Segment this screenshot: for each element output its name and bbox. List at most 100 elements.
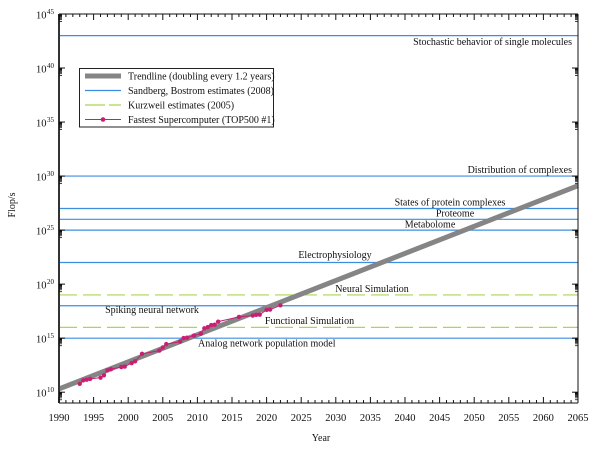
x-tick-label: 2050 — [464, 413, 485, 424]
supercomputer-point — [101, 373, 107, 378]
y-tick-label-base: 10 — [36, 10, 47, 21]
y-tick-label-exponent: 40 — [47, 62, 55, 70]
y-tick-label-exponent: 45 — [47, 8, 55, 16]
supercomputer-point — [139, 351, 145, 356]
ref-label-proteome: Proteome — [436, 209, 475, 220]
supercomputer-point — [202, 326, 207, 331]
ref-label-electrophysiology: Electrophysiology — [298, 250, 371, 261]
reference-labels: Stochastic behavior of single molecules … — [105, 37, 572, 350]
supercomputer-point — [84, 377, 89, 382]
y-tick-label-base: 10 — [36, 334, 47, 345]
legend-entry-kurzweil: Kurzweil estimates (2005) — [85, 101, 234, 112]
legend-label-sandberg: Sandberg, Bostrom estimates (2008) — [128, 86, 274, 97]
supercomputer-point — [177, 339, 183, 344]
trendline — [58, 183, 579, 392]
supercomputer-point — [122, 364, 127, 369]
supercomputer-point — [77, 381, 82, 387]
x-tick-label: 2000 — [118, 413, 139, 424]
y-tick-label-exponent: 20 — [47, 278, 55, 286]
supercomputer-point — [181, 335, 186, 341]
supercomputer-point — [81, 378, 86, 383]
supercomputer-point — [191, 333, 197, 338]
x-tick-label: 2045 — [429, 413, 450, 424]
supercomputer-point — [108, 367, 114, 372]
supercomputer-point — [132, 359, 138, 364]
supercomputer-point — [184, 335, 190, 340]
legend: Trendline (doubling every 1.2 years) San… — [79, 68, 275, 128]
supercomputer-point — [209, 322, 214, 328]
legend-entry-sandberg: Sandberg, Bostrom estimates (2008) — [85, 86, 274, 97]
ref-label-neural-simulation: Neural Simulation — [335, 284, 409, 295]
supercomputer-point — [98, 375, 103, 380]
y-tick-label-base: 10 — [36, 172, 47, 183]
y-tick-label-exponent: 15 — [47, 332, 55, 340]
supercomputer-point — [257, 312, 262, 317]
legend-entry-supercomputer: Fastest Supercomputer (TOP500 #1) — [85, 115, 275, 126]
legend-entry-trendline: Trendline (doubling every 1.2 years) — [85, 72, 275, 83]
y-tick-label-exponent: 25 — [47, 224, 55, 232]
x-tick-label: 2005 — [152, 413, 173, 424]
legend-label-kurzweil: Kurzweil estimates (2005) — [128, 101, 234, 112]
x-tick-label: 2065 — [568, 413, 589, 424]
x-tick-label: 2060 — [533, 413, 554, 424]
supercomputer-point — [264, 307, 269, 313]
supercomputer-series — [77, 303, 283, 387]
legend-label-trendline: Trendline (doubling every 1.2 years) — [128, 72, 275, 83]
supercomputer-point — [205, 324, 210, 330]
y-tick-label-base: 10 — [36, 118, 47, 129]
y-tick-label-exponent: 30 — [47, 170, 55, 178]
y-tick-label-base: 10 — [36, 64, 47, 75]
x-tick-label: 1995 — [83, 413, 104, 424]
ref-label-protein-states: States of protein complexes — [395, 198, 506, 209]
ref-label-distribution: Distribution of complexes — [468, 165, 573, 176]
trendline-series — [58, 183, 579, 392]
y-axis-title: Flop/s — [7, 192, 18, 217]
y-tick-label-base: 10 — [36, 388, 47, 399]
supercomputer-point — [129, 360, 134, 366]
supercomputer-point — [119, 364, 124, 370]
x-tick-label: 2035 — [360, 413, 381, 424]
supercomputer-point — [164, 341, 169, 347]
y-tick-label-base: 10 — [36, 280, 47, 291]
x-tick-label: 2025 — [291, 413, 312, 424]
ref-label-stochastic: Stochastic behavior of single molecules — [413, 37, 572, 48]
x-tick-label: 1990 — [49, 413, 70, 424]
y-tick-label-exponent: 10 — [47, 386, 55, 394]
reference-lines — [59, 35, 578, 339]
supercomputer-point — [236, 314, 242, 320]
legend-marker-supercomputer — [100, 117, 106, 122]
ref-label-analog: Analog network population model — [198, 339, 336, 350]
supercomputer-point — [254, 312, 259, 318]
supercomputer-point — [267, 307, 273, 312]
x-axis-title: Year — [312, 433, 331, 444]
ref-label-functional-simulation: Functional Simulation — [265, 316, 354, 327]
ref-label-spiking: Spiking neural network — [105, 305, 199, 316]
supercomputer-point — [105, 368, 110, 373]
supercomputer-point — [160, 345, 165, 350]
x-tick-label: 2010 — [187, 413, 208, 424]
y-tick-label-base: 10 — [36, 226, 47, 237]
legend-label-supercomputer: Fastest Supercomputer (TOP500 #1) — [128, 115, 275, 126]
x-tick-label: 2020 — [256, 413, 277, 424]
y-tick-label-exponent: 35 — [47, 116, 55, 124]
supercomputer-point — [157, 348, 162, 353]
supercomputer-point — [215, 319, 221, 324]
x-tick-label: 2030 — [325, 413, 346, 424]
x-tick-label: 2055 — [498, 413, 519, 424]
axis-ticks — [58, 13, 579, 403]
supercomputer-point — [250, 313, 255, 318]
supercomputer-point — [198, 331, 204, 336]
supercomputer-point — [278, 303, 283, 308]
